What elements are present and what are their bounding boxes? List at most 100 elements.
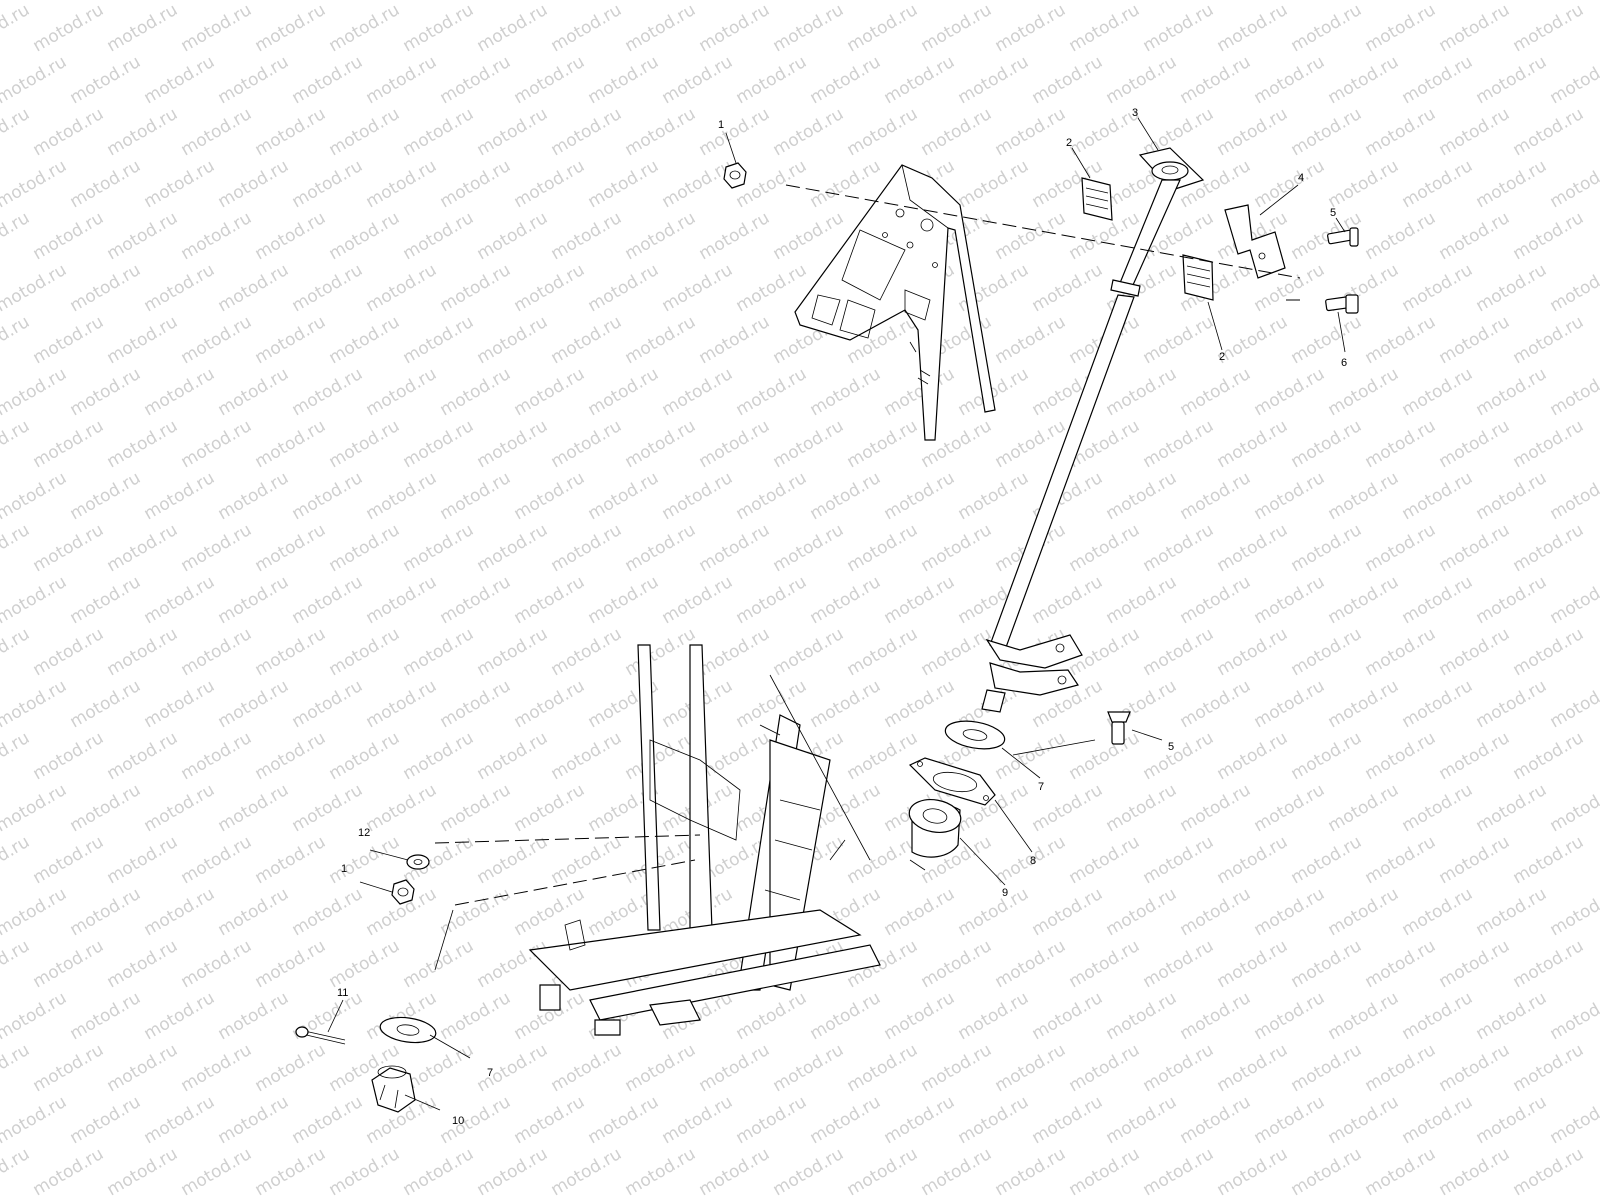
watermark-text: motod.ru [548,0,626,56]
watermark-text: motod.ru [1547,676,1600,732]
watermark-text: motod.ru [104,416,182,472]
watermark-text: motod.ru [807,468,885,524]
watermark-text: motod.ru [622,312,700,368]
washer-7-lower [379,1016,437,1044]
watermark-text: motod.ru [1510,520,1588,576]
watermark-text: motod.ru [141,1092,219,1148]
callout-2-top: 2 [1066,137,1072,149]
watermark-text: motod.ru [1140,312,1218,368]
watermark-text: motod.ru [992,1040,1070,1096]
watermark-text: motod.ru [1251,988,1329,1044]
watermark-text: motod.ru [0,624,33,680]
watermark-text: motod.ru [1177,1092,1255,1148]
watermark-text: motod.ru [733,468,811,524]
watermark-text: motod.ru [1288,104,1366,160]
watermark-text: motod.ru [474,416,552,472]
watermark-text: motod.ru [0,52,70,108]
watermark-text: motod.ru [1547,884,1600,940]
watermark-text: motod.ru [918,1040,996,1096]
watermark-text: motod.ru [1214,0,1292,56]
watermark-text: motod.ru [733,0,811,4]
callout-1-top: 1 [718,119,724,131]
watermark-text: motod.ru [1029,988,1107,1044]
watermark-text: motod.ru [733,364,811,420]
watermark-text: motod.ru [881,884,959,940]
watermark-text: motod.ru [1288,728,1366,784]
watermark-text: motod.ru [141,260,219,316]
watermark-text: motod.ru [1214,104,1292,160]
watermark-text: motod.ru [1251,572,1329,628]
watermark-text: motod.ru [67,156,145,212]
watermark-text: motod.ru [548,312,626,368]
watermark-text: motod.ru [585,364,663,420]
watermark-text: motod.ru [1510,312,1588,368]
watermark-text: motod.ru [474,624,552,680]
watermark-text: motod.ru [215,52,293,108]
watermark-text: motod.ru [252,520,330,576]
watermark-text: motod.ru [30,0,108,56]
watermark-text: motod.ru [0,936,33,992]
watermark-text: motod.ru [215,676,293,732]
watermark-text: motod.ru [474,832,552,888]
watermark-text: motod.ru [1066,832,1144,888]
watermark-text: motod.ru [1473,156,1551,212]
watermark-text: motod.ru [659,260,737,316]
watermark-text: motod.ru [1214,624,1292,680]
watermark-text: motod.ru [511,364,589,420]
callout-1-lower: 1 [341,863,347,875]
callout-7-upper: 7 [1038,781,1044,793]
upper-frame-bracket [794,164,996,441]
callout-3: 3 [1132,107,1138,119]
watermark-text: motod.ru [400,728,478,784]
watermark-text: motod.ru [511,260,589,316]
watermark-text: motod.ru [178,728,256,784]
watermark-text: motod.ru [955,52,1033,108]
watermark-text: motod.ru [585,156,663,212]
watermark-text: motod.ru [918,0,996,56]
watermark-text: motod.ru [1399,988,1477,1044]
watermark-text: motod.ru [437,572,515,628]
watermark-text: motod.ru [622,728,700,784]
watermark-text: motod.ru [30,624,108,680]
watermark-text: motod.ru [696,624,774,680]
watermark-text: motod.ru [807,1092,885,1148]
watermark-text: motod.ru [215,156,293,212]
bolt-6 [1325,294,1359,314]
watermark-text: motod.ru [659,0,737,4]
watermark-text: motod.ru [104,832,182,888]
watermark-text: motod.ru [511,468,589,524]
watermark-text: motod.ru [807,676,885,732]
watermark-text: motod.ru [1214,520,1292,576]
watermark-text: motod.ru [696,312,774,368]
watermark-text: motod.ru [326,520,404,576]
watermark-text: motod.ru [363,0,441,4]
watermark-text: motod.ru [1399,52,1477,108]
watermark-text: motod.ru [733,52,811,108]
watermark-text: motod.ru [1140,416,1218,472]
watermark-text: motod.ru [807,156,885,212]
watermark-text: motod.ru [1362,624,1440,680]
watermark-text: motod.ru [363,364,441,420]
watermark-text: motod.ru [1066,1040,1144,1096]
callout-9: 9 [1002,887,1008,899]
watermark-text: motod.ru [437,0,515,4]
watermark-text: motod.ru [1177,884,1255,940]
watermark-text: motod.ru [0,468,70,524]
watermark-text: motod.ru [363,572,441,628]
watermark-text: motod.ru [178,416,256,472]
watermark-text: motod.ru [67,260,145,316]
watermark-text: motod.ru [1399,0,1477,4]
watermark-text: motod.ru [1288,1040,1366,1096]
watermark-text: motod.ru [1436,0,1514,56]
watermark-text: motod.ru [992,1144,1070,1200]
callout-12: 12 [358,827,370,839]
watermark-text: motod.ru [400,312,478,368]
watermark-text: motod.ru [1325,52,1403,108]
watermark-text: motod.ru [918,104,996,160]
watermark-text: motod.ru [955,1092,1033,1148]
watermark-text: motod.ru [844,832,922,888]
watermark-text: motod.ru [400,936,478,992]
watermark-text: motod.ru [1473,468,1551,524]
watermark-text: motod.ru [1362,208,1440,264]
